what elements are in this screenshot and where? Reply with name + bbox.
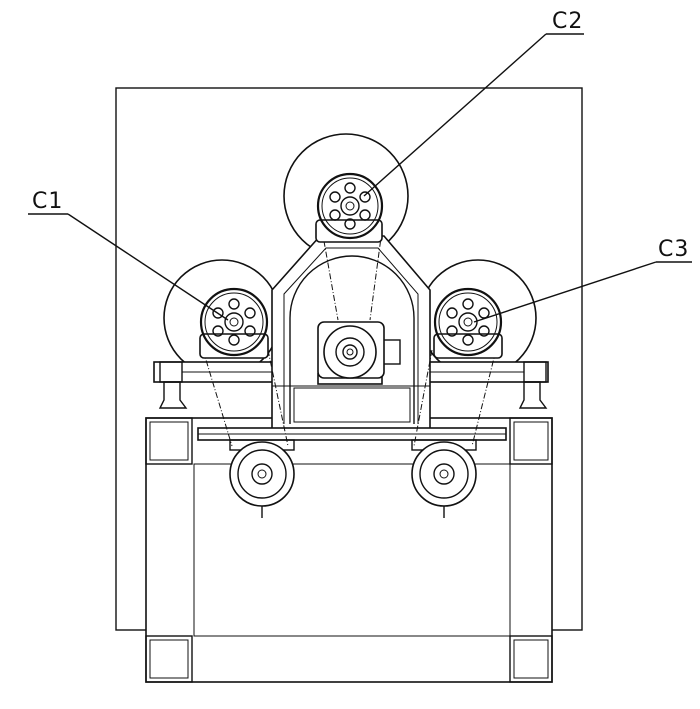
label-c2: C2 [552,9,583,34]
cylinder-c1-support [199,333,269,359]
cylinder-c3-shaft [463,317,473,327]
idler-pulley-left-ring [237,449,287,499]
cylinder-c1-hole-3 [244,325,256,337]
cylinder-c2-hole-2 [359,191,371,203]
corner-block-bottom-right-inner [513,639,549,679]
cylinder-c2-hole-5 [329,209,341,221]
cylinder-c3-hole-5 [446,325,458,337]
motor-pulley-hub [342,344,358,360]
cylinder-c2 [316,172,384,240]
cylinder-c1-hole-5 [212,325,224,337]
clamp-right [518,381,548,409]
idler-pulley-right-ring [419,449,469,499]
cylinder-c3-hole-1 [462,298,474,310]
cylinder-c2-hole-1 [344,182,356,194]
cylinder-c2-shaft [345,201,355,211]
motor-window [293,387,411,423]
cylinder-c1-hole-1 [228,298,240,310]
corner-block-top-left-inner [149,421,189,461]
leader-c1 [67,213,229,321]
idler-pulley-right-hub [433,463,455,485]
corner-block-top-left [145,417,193,465]
cylinder-c1-shaft [229,317,239,327]
belt-c2-right [369,229,383,321]
corner-block-top-right-inner [513,421,549,461]
motor-shaft [346,348,354,356]
corner-block-bottom-left-inner [149,639,189,679]
belt-c1-right [267,349,289,447]
idler-pulley-right-shaft [439,469,449,479]
belt-c2-left [321,229,339,321]
cylinder-c1-ring [204,292,264,352]
cylinder-c3-ring [438,292,498,352]
cylinder-c1-hole-4 [228,334,240,346]
label-c3: C3 [658,237,689,262]
belt-c3-left [413,349,433,447]
belt-c3-right [471,349,497,447]
cylinder-c2-support [315,219,383,243]
corner-block-top-right [509,417,553,465]
cylinder-c1-hub [224,312,244,332]
belt-c1-left [202,349,233,447]
cylinder-c3-hub [458,312,478,332]
cylinder-c3-hole-6 [446,307,458,319]
leader-c2 [363,33,547,197]
label-c1: C1 [32,189,63,214]
cylinder-c1-hole-2 [244,307,256,319]
cylinder-c3 [433,287,503,357]
cylinder-c3-hole-4 [462,334,474,346]
cylinder-c1 [199,287,269,357]
base-frame-inner [193,463,511,637]
idler-pulley-left [229,441,295,507]
cylinder-c2-ring [321,177,379,235]
idler-pulley-left-hub [251,463,273,485]
a-frame-inner [283,247,419,424]
corner-block-bottom-right [509,635,553,683]
cylinder-c3-hole-3 [478,325,490,337]
cylinder-c2-hole-4 [344,218,356,230]
motor-pulley-ring [335,337,365,367]
cylinder-c3-support [433,333,503,359]
cylinder-c2-hub [340,196,360,216]
idler-pulley-left-shaft [257,469,267,479]
cylinder-c2-hole-6 [329,191,341,203]
clamp-left [158,381,188,409]
a-frame-arch [289,255,415,424]
base-frame [145,417,553,683]
idler-pulley-right [411,441,477,507]
cylinder-c1-hole-6 [212,307,224,319]
leader-c3 [473,261,657,323]
motor-pulley [323,325,377,379]
cylinder-c2-hole-3 [359,209,371,221]
corner-block-bottom-left [145,635,193,683]
